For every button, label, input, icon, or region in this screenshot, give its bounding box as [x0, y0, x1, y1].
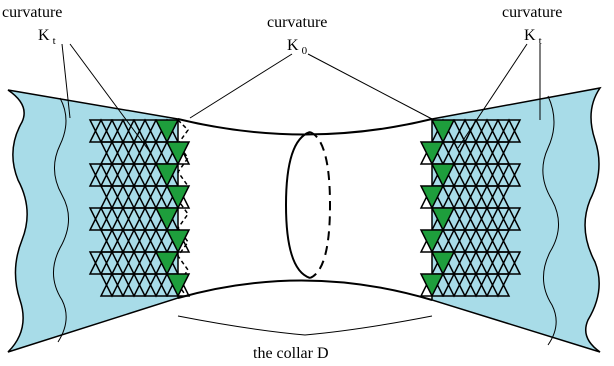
mesh-triangle [143, 229, 169, 254]
mesh-triangle [99, 141, 125, 166]
collar-ellipse-front [284, 131, 311, 279]
mesh-triangle [463, 141, 489, 166]
mesh-triangle [441, 185, 467, 210]
left-triangulation [88, 118, 191, 298]
mesh-triangle [485, 273, 511, 298]
mesh-triangle [110, 163, 136, 188]
collar-top-curve [177, 118, 433, 136]
green-mesh-triangle [430, 207, 456, 232]
mesh-triangle [441, 141, 467, 166]
mesh-triangle [99, 229, 125, 254]
collar-bracket [177, 315, 433, 336]
green-mesh-triangle [430, 163, 456, 188]
mesh-triangle [463, 229, 489, 254]
right-curvature-word: curvature [502, 4, 562, 21]
mesh-triangle [474, 119, 500, 144]
mesh-triangle [132, 163, 158, 188]
mesh-triangle [474, 251, 500, 276]
mesh-triangle [121, 229, 147, 254]
mesh-triangle [452, 119, 478, 144]
mesh-triangle [88, 119, 114, 144]
green-mesh-triangle [419, 229, 445, 254]
mesh-triangle [110, 207, 136, 232]
mesh-triangle [485, 229, 511, 254]
mesh-triangle [121, 185, 147, 210]
mesh-triangle [496, 207, 522, 232]
mesh-triangle [132, 207, 158, 232]
mesh-triangle [441, 273, 467, 298]
mesh-triangle [474, 207, 500, 232]
center-pointer-right [307, 53, 433, 120]
mesh-triangle [485, 185, 511, 210]
mesh-triangle [132, 119, 158, 144]
mesh-triangle [485, 141, 511, 166]
mesh-triangle [132, 251, 158, 276]
green-mesh-triangle [430, 251, 456, 276]
mesh-triangle [452, 163, 478, 188]
right-triangulation [419, 118, 522, 298]
green-mesh-triangle [165, 273, 191, 298]
green-mesh-triangle [154, 163, 180, 188]
mesh-triangle [143, 141, 169, 166]
mesh-triangle [121, 141, 147, 166]
green-mesh-triangle [165, 229, 191, 254]
mesh-triangle [452, 251, 478, 276]
left-pointer-2 [69, 43, 151, 153]
right-pointer-1 [457, 43, 528, 149]
left-curvature-word: curvature [2, 4, 62, 21]
right-inner-wave [542, 95, 559, 346]
mesh-triangle [121, 273, 147, 298]
center-pointer-left [189, 53, 293, 119]
mesh-triangle [496, 163, 522, 188]
green-mesh-triangle [419, 185, 445, 210]
left-blue-region [7, 89, 179, 353]
left-pointer-1 [61, 43, 71, 119]
right-blue-region [431, 86, 602, 353]
collar-ellipse-back [309, 131, 332, 279]
center-curvature-word: curvature [267, 14, 327, 31]
mesh-triangle [463, 273, 489, 298]
mesh-triangle [99, 185, 125, 210]
green-mesh-triangle [419, 141, 445, 166]
green-mesh-triangle [165, 185, 191, 210]
mesh-triangle [88, 163, 114, 188]
mesh-triangle [441, 229, 467, 254]
mesh-triangle [143, 273, 169, 298]
mesh-triangle [88, 207, 114, 232]
mesh-triangle [463, 185, 489, 210]
mesh-triangle [496, 251, 522, 276]
left-inner-wave [53, 97, 69, 343]
collar-bottom-curve [177, 279, 433, 301]
green-mesh-triangle [419, 273, 445, 298]
mesh-triangle [496, 119, 522, 144]
green-mesh-triangle [165, 141, 191, 166]
left-dashed-zigzag [177, 119, 189, 297]
mesh-triangle [452, 207, 478, 232]
mesh-triangle [143, 185, 169, 210]
mesh-triangle [88, 251, 114, 276]
green-mesh-triangle [154, 119, 180, 144]
mesh-triangle [474, 163, 500, 188]
green-mesh-triangle [154, 207, 180, 232]
green-mesh-triangle [154, 251, 180, 276]
green-mesh-triangle [430, 119, 456, 144]
collar-label: the collar D [253, 345, 329, 362]
mesh-triangle [110, 251, 136, 276]
mesh-triangle [99, 273, 125, 298]
mesh-triangle [110, 119, 136, 144]
